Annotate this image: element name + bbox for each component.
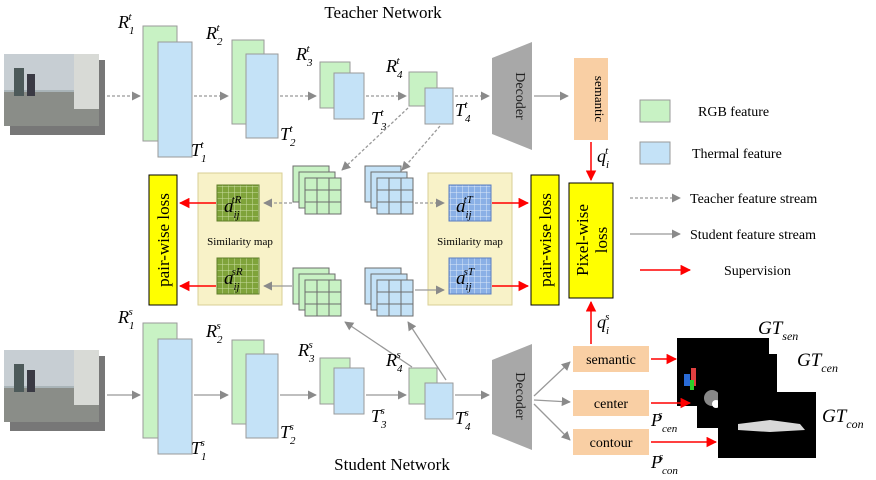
pixel-wise-loss-label-1: Pixel-wise [573,204,592,276]
teacher-thermal-feature-3 [333,72,365,120]
student-network-title: Student Network [334,455,450,474]
label-T2t: T2t [280,123,296,149]
teacher-input-image [4,54,105,135]
label-R2s: R2s [205,320,223,346]
rgb-similarity-label: Similarity map [207,236,273,248]
student-semantic-head [573,346,649,372]
legend-thermal-swatch [639,141,671,165]
teacher-decoder [492,42,532,150]
label-R2t: R2t [205,22,223,48]
legend-rgb-swatch [639,99,671,123]
student-decoder [492,344,532,450]
pixel-wise-loss-label-2: loss [592,227,611,253]
label-p-con: Pcons [650,451,678,477]
label-qis: qis [597,311,609,337]
label-T2s: T2s [280,421,296,447]
rgb-pairwise-loss-label: pair-wise loss [154,193,173,287]
student-contour-label: contour [590,436,633,451]
thermal-pairwise-loss-label: pair-wise loss [536,193,555,287]
legend-rgb-label: RGB feature [698,105,769,120]
label-T3t: T3t [371,107,387,133]
label-asT: aijsT [456,266,475,293]
label-atT: aijtT [456,194,474,221]
label-T1s: T1s [191,437,207,463]
student-thermal-grid-stack [364,267,414,317]
label-asR: aijsR [224,266,243,293]
label-T1t: T1t [191,139,207,165]
label-R1t: R1t [117,11,135,37]
label-T4s: T4s [455,407,471,433]
teacher-thermal-grid-stack [364,165,414,215]
teacher-network-title: Teacher Network [324,3,442,22]
rgb-sim-teacher-grid [216,184,260,222]
student-decoder-label: Decoder [512,372,527,420]
label-qit: qit [597,145,609,171]
label-R3t: R3t [295,43,313,69]
student-input-image [4,350,105,431]
legend-supervision-label: Supervision [724,264,791,279]
legend-teacher-stream-label: Teacher feature stream [690,192,817,207]
student-thermal-feature-1 [157,338,193,455]
thermal-pairwise-loss [530,174,560,306]
label-gt-cen: GTcen [797,350,838,375]
teacher-thermal-feature-1 [157,41,193,158]
label-atR: aijtR [224,194,242,221]
gt-images [677,338,816,458]
teacher-thermal-feature-2 [245,53,279,139]
label-R1s: R1s [117,306,135,332]
student-thermal-feature-2 [245,353,279,439]
thermal-sim-student-grid [448,257,492,295]
label-R3s: R3s [297,339,315,365]
teacher-semantic-label: semantic [592,76,607,122]
label-p-cen: Pcens [650,409,678,435]
label-T4t: T4t [455,99,471,125]
thermal-similarity-label: Similarity map [437,236,503,248]
teacher-decoder-label: Decoder [512,72,527,120]
label-T3s: T3s [371,405,387,431]
rgb-pairwise-loss [148,174,178,306]
pixel-wise-loss [568,182,614,299]
thermal-sim-teacher-grid [448,184,492,222]
student-contour-head [573,429,649,455]
teacher-rgb-grid-stack [292,165,342,215]
student-center-label: center [594,397,629,412]
label-gt-con: GTcon [822,406,864,431]
teacher-thermal-feature-4 [424,87,454,125]
student-thermal-feature-4 [424,382,454,420]
teacher-semantic-head [574,58,608,140]
student-thermal-feature-3 [333,367,365,415]
rgb-sim-student-grid [216,257,260,295]
legend-student-stream-label: Student feature stream [690,228,816,243]
student-center-head [573,390,649,416]
student-rgb-grid-stack [292,267,342,317]
legend-thermal-label: Thermal feature [692,147,782,162]
student-semantic-label: semantic [586,353,636,368]
label-R4t: R4t [385,55,403,81]
label-R4s: R4s [385,349,403,375]
